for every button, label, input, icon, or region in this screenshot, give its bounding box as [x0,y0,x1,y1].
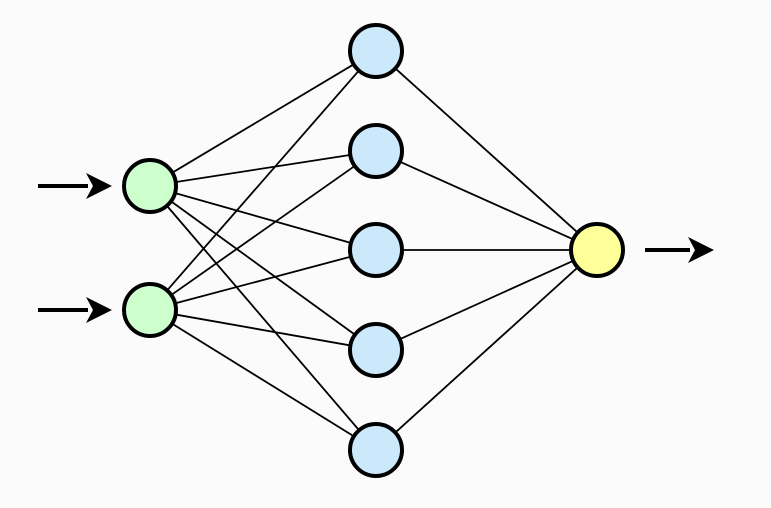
node-i1[interactable] [122,158,178,214]
edge-i2-to-h5 [169,321,357,439]
node-circle-h2[interactable] [348,123,404,179]
io-arrow-group [38,173,714,323]
node-h2[interactable] [348,123,404,179]
node-h4[interactable] [348,322,404,378]
edge-i2-to-h3 [172,255,354,305]
edge-i1-to-h1 [170,62,356,175]
node-circle-i2[interactable] [122,282,178,338]
edge-i2-to-h2 [169,164,357,297]
node-circle-h1[interactable] [348,23,404,79]
layer-input [122,158,178,338]
node-h5[interactable] [348,422,404,478]
edge-i2-to-h4 [173,313,353,347]
edge-h2-to-o1 [397,159,576,242]
node-group [122,23,625,478]
layer-output [569,222,625,278]
node-i2[interactable] [122,282,178,338]
node-h3[interactable] [348,222,404,278]
arrow-head-in1 [86,173,112,199]
node-o1[interactable] [569,222,625,278]
io-arrow-out1 [645,237,714,263]
edge-i1-to-h2 [173,153,353,184]
node-circle-h5[interactable] [348,422,404,478]
io-arrow-in1 [38,173,112,199]
node-h1[interactable] [348,23,404,79]
node-circle-o1[interactable] [569,222,625,278]
edge-i2-to-h1 [165,68,361,293]
edge-group [164,62,580,439]
io-arrow-in2 [38,297,112,323]
edge-i1-to-h4 [168,199,358,337]
layer-hidden [348,23,404,478]
edge-h5-to-o1 [393,265,580,435]
arrow-head-in2 [86,297,112,323]
arrow-head-out1 [688,237,714,263]
edge-h4-to-o1 [397,259,576,341]
edge-h1-to-o1 [393,66,580,235]
node-circle-h3[interactable] [348,222,404,278]
edge-i1-to-h3 [172,191,354,245]
edge-i1-to-h5 [164,203,362,433]
node-circle-h4[interactable] [348,322,404,378]
node-circle-i1[interactable] [122,158,178,214]
